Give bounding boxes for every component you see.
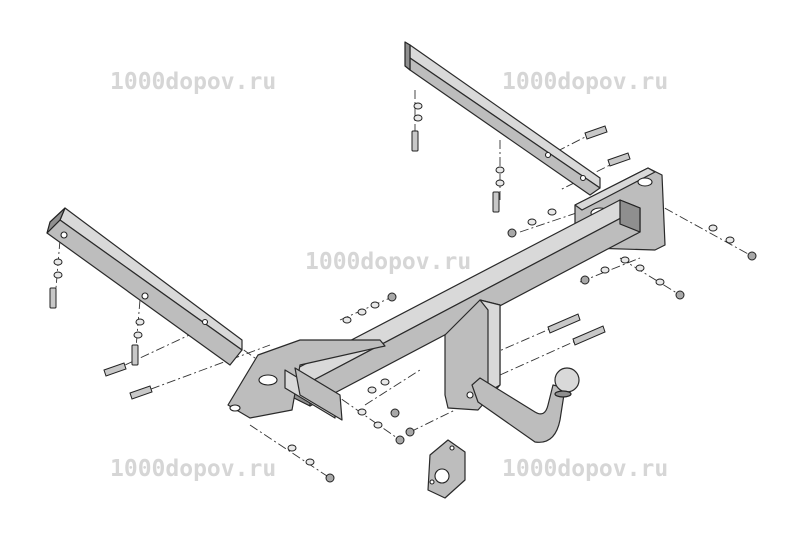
- watermark-layer: 1000dopov.ru 1000dopov.ru 1000dopov.ru 1…: [110, 69, 668, 482]
- watermark-top-right: 1000dopov.ru: [502, 69, 668, 95]
- tow-ball-neck: [471, 377, 566, 443]
- watermark-top-left: 1000dopov.ru: [110, 69, 276, 95]
- socket-plate: [427, 439, 466, 499]
- watermark-center: 1000dopov.ru: [305, 249, 471, 275]
- watermark-bottom-left: 1000dopov.ru: [110, 456, 276, 482]
- washers: [53, 102, 735, 466]
- left-side-plate: [227, 339, 386, 421]
- left-mounting-bracket: [46, 207, 243, 366]
- tow-ball: [554, 367, 580, 398]
- right-mounting-bracket: [404, 41, 601, 196]
- watermark-bottom-right: 1000dopov.ru: [502, 456, 668, 482]
- nuts: [325, 228, 757, 483]
- bolts: [49, 125, 631, 400]
